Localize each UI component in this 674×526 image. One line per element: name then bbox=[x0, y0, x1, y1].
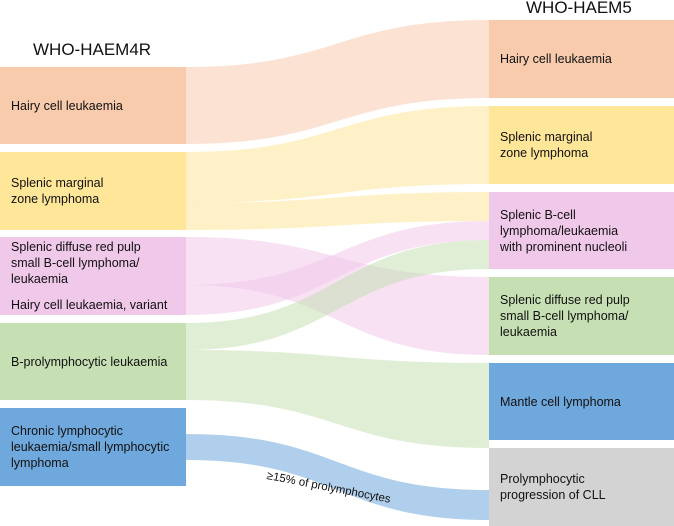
node-right-prolymphocytic-progression-cll: Prolymphocytic progression of CLL bbox=[489, 448, 674, 526]
node-label: Splenic marginal zone lymphoma bbox=[11, 176, 104, 206]
node-label: B-prolymphocytic leukaemia bbox=[11, 354, 168, 369]
node-label: Hairy cell leukaemia bbox=[11, 98, 123, 113]
node-label: Splenic diffuse red pulp small B-cell ly… bbox=[500, 293, 630, 339]
flow-bpll4-to-mcl5 bbox=[186, 350, 489, 412]
node-left-cll-sll: Chronic lymphocytic leukaemia/small lymp… bbox=[0, 408, 186, 486]
flow-smzl4-to-sblpn5 bbox=[186, 192, 489, 230]
node-left-splenic-marginal-zone-lymphoma: Splenic marginal zone lymphoma bbox=[0, 152, 186, 230]
flow-smzl4-to-smzl5 bbox=[186, 106, 489, 203]
node-left-hairy-cell-leukaemia: Hairy cell leukaemia bbox=[0, 67, 186, 144]
node-right-splenic-diffuse-red-pulp: Splenic diffuse red pulp small B-cell ly… bbox=[489, 277, 674, 355]
header-who-haem5: WHO-HAEM5 bbox=[526, 0, 632, 17]
node-label-hcl-variant: Hairy cell leukaemia, variant bbox=[11, 298, 168, 312]
node-right-hairy-cell-leukaemia: Hairy cell leukaemia bbox=[489, 20, 674, 98]
flow-cll4-to-ppcll5 bbox=[186, 434, 489, 520]
node-label: Splenic marginal zone lymphoma bbox=[500, 130, 593, 160]
flow-hcl4-to-hcl5 bbox=[186, 20, 489, 144]
header-who-haem4r: WHO-HAEM4R bbox=[33, 40, 152, 59]
node-label: Splenic diffuse red pulp small B-cell ly… bbox=[11, 240, 141, 286]
flow-bpll4-to-sblpn5 bbox=[186, 240, 489, 350]
flow-sdrpl4-to-sblpn5 bbox=[186, 221, 489, 315]
node-left-splenic-diffuse-red-pulp: Splenic diffuse red pulp small B-cell ly… bbox=[0, 237, 186, 315]
node-label: Splenic B-cell lymphoma/leukaemia with p… bbox=[500, 207, 628, 254]
node-right-splenic-marginal-zone-lymphoma: Splenic marginal zone lymphoma bbox=[489, 106, 674, 184]
node-label: Mantle cell lymphoma bbox=[500, 394, 621, 409]
node-label: Prolymphocytic progression of CLL bbox=[500, 472, 606, 502]
node-right-splenic-b-cell-prominent-nucleoli: Splenic B-cell lymphoma/leukaemia with p… bbox=[489, 192, 674, 269]
node-left-b-prolymphocytic-leukaemia: B-prolymphocytic leukaemia bbox=[0, 323, 186, 400]
node-label: Hairy cell leukaemia bbox=[500, 52, 612, 66]
node-label: Chronic lymphocytic leukaemia/small lymp… bbox=[11, 424, 170, 470]
node-right-mantle-cell-lymphoma: Mantle cell lymphoma bbox=[489, 363, 674, 440]
flow-bpll4-to-ppcll5 bbox=[186, 376, 489, 448]
